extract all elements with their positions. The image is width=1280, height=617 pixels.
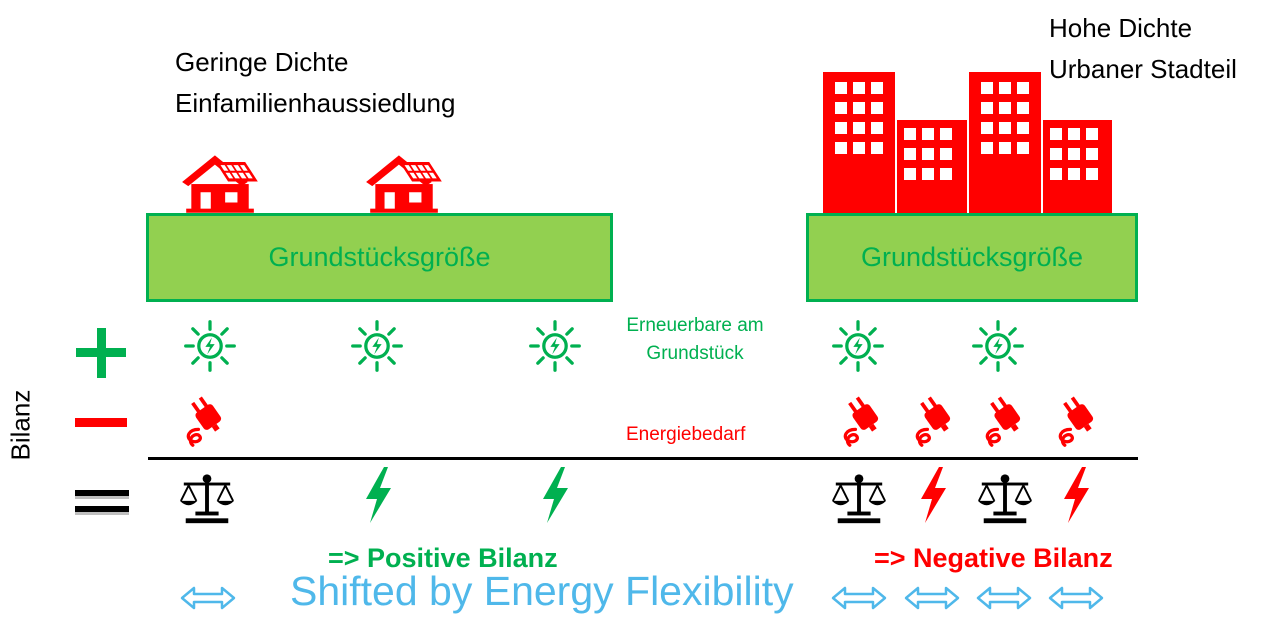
plug-icon <box>176 391 232 449</box>
minus-symbol <box>75 418 127 427</box>
plug-icon <box>1048 391 1104 449</box>
lightning-icon <box>535 465 575 525</box>
left-title-line1: Geringe Dichte <box>175 47 349 77</box>
renewables-label-line2: Grundstück <box>646 343 744 364</box>
house-solar-icon <box>362 150 444 214</box>
double-arrow-icon <box>1048 585 1104 611</box>
plug-icon <box>975 391 1031 449</box>
sun-icon <box>527 318 583 374</box>
lightning-icon <box>1056 465 1096 525</box>
building-icon <box>823 72 1112 216</box>
double-arrow-icon <box>180 585 236 611</box>
renewables-label: Erneuerbare am Grundstück <box>600 312 790 368</box>
shifted-by-energy-flexibility: Shifted by Energy Flexibility <box>290 568 794 614</box>
house-solar-icon <box>178 150 260 214</box>
double-arrow-icon <box>904 585 960 611</box>
right-title-line1: Hohe Dichte <box>1049 13 1193 43</box>
sun-icon <box>830 318 886 374</box>
renewables-label-line1: Erneuerbare am <box>626 315 764 336</box>
positive-balance-label: => Positive Bilanz <box>328 543 558 573</box>
plug-icon <box>905 391 961 449</box>
right-plot-label: Grundstücksgröße <box>860 242 1084 272</box>
sun-icon <box>182 318 238 374</box>
left-plot-box: Grundstücksgröße <box>146 213 613 302</box>
negative-balance-label: => Negative Bilanz <box>874 543 1113 573</box>
double-arrow-icon <box>831 585 887 611</box>
balance-scale-icon <box>830 470 888 528</box>
left-title-line2: Einfamilienhaussiedlung <box>175 88 456 118</box>
sun-icon <box>349 318 405 374</box>
plus-symbol <box>76 328 126 378</box>
balance-scale-icon <box>976 470 1034 528</box>
plug-icon <box>833 391 889 449</box>
equals-symbol <box>75 490 129 520</box>
right-title-line2: Urbaner Stadteil <box>1049 54 1237 84</box>
balance-line <box>148 457 1138 460</box>
lightning-icon <box>913 465 953 525</box>
axis-label: Bilanz <box>5 389 36 461</box>
double-arrow-icon <box>976 585 1032 611</box>
right-plot-box: Grundstücksgröße <box>806 213 1138 302</box>
sun-icon <box>970 318 1026 374</box>
demand-label: Energiebedarf <box>626 424 746 445</box>
balance-scale-icon <box>178 470 236 528</box>
lightning-icon <box>358 465 398 525</box>
left-plot-label: Grundstücksgröße <box>268 242 491 272</box>
